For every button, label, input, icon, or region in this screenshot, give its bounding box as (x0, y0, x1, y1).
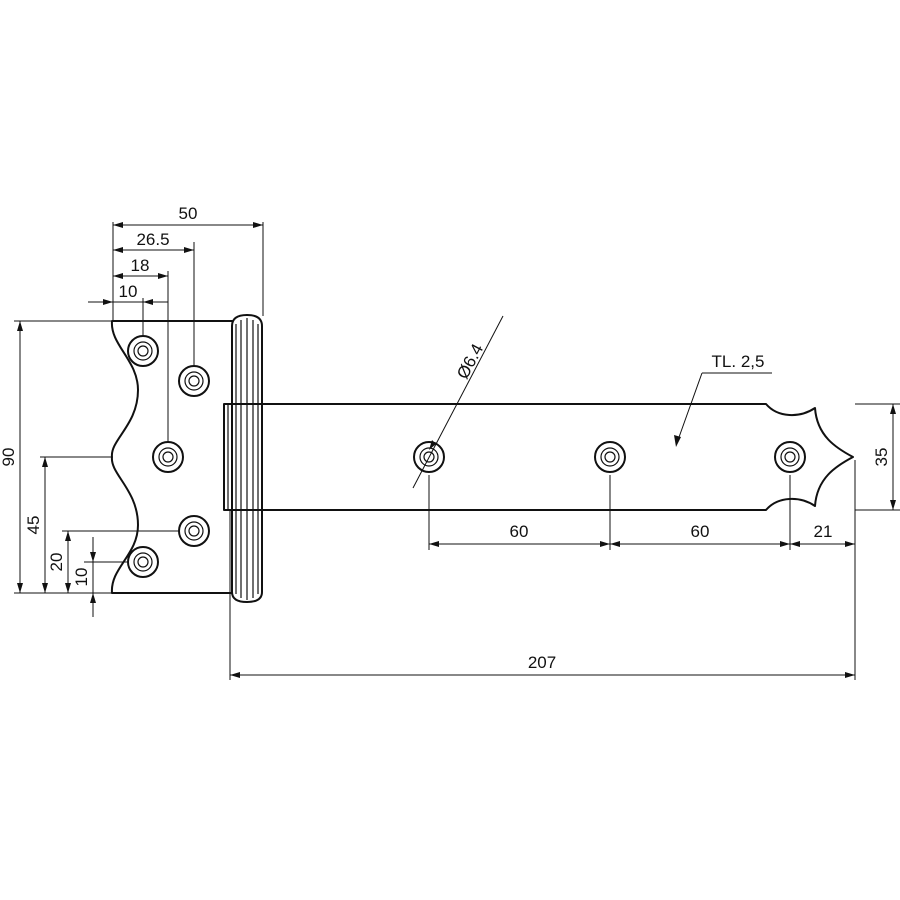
strap (223, 403, 854, 511)
arrowhead (143, 299, 153, 305)
dim-label-20: 20 (47, 553, 66, 572)
arrowhead (890, 404, 896, 414)
arrowhead (17, 321, 23, 331)
countersunk-hole (127, 335, 159, 367)
left-dimensions: 90 45 20 10 (0, 320, 180, 617)
strap-outline (223, 403, 854, 511)
dim-label-18: 18 (131, 256, 150, 275)
dim-label-21: 21 (814, 522, 833, 541)
knuckle-outline (231, 314, 263, 603)
dim-label-90: 90 (0, 448, 18, 467)
arrowhead (429, 440, 436, 450)
arrowhead (113, 247, 123, 253)
leaf-plate (110, 320, 233, 594)
arrowhead (42, 457, 48, 467)
countersunk-hole (774, 441, 806, 473)
arrowhead (253, 222, 263, 228)
strap-width-dimension: 35 (855, 403, 900, 511)
arrowhead (790, 541, 800, 547)
arrowhead (103, 299, 113, 305)
strap-holes (413, 441, 806, 473)
thickness-callout: TL. 2,5 (674, 352, 772, 447)
dim-label-50: 50 (179, 204, 198, 223)
arrowhead (65, 583, 71, 593)
thickness-label: TL. 2,5 (712, 352, 765, 371)
arrowhead (780, 541, 790, 547)
countersunk-hole (178, 515, 210, 547)
dim-label-35: 35 (872, 448, 891, 467)
hole-diameter-callout: Ø6.4 (412, 315, 504, 489)
dim-label-207: 207 (528, 653, 556, 672)
dim-label-60: 60 (510, 522, 529, 541)
arrowhead (610, 541, 620, 547)
countersunk-hole (413, 441, 445, 473)
dim-label-hole-diameter: Ø6.4 (453, 341, 487, 382)
arrowhead (890, 500, 896, 510)
arrowhead (113, 222, 123, 228)
leader-line (677, 372, 703, 441)
arrowhead (845, 541, 855, 547)
leaf-plate-outline (110, 320, 233, 594)
dim-label-10: 10 (119, 282, 138, 301)
hinge-knuckle (231, 314, 263, 603)
dim-label-60: 60 (691, 522, 710, 541)
arrowhead (90, 552, 96, 562)
arrowhead (184, 247, 194, 253)
arrowhead (17, 583, 23, 593)
countersunk-hole (127, 546, 159, 578)
strap-dimensions: 60 60 21 207 (229, 460, 856, 680)
arrowhead (158, 273, 168, 279)
countersunk-hole (594, 441, 626, 473)
dim-label-45: 45 (24, 516, 43, 535)
arrowhead (42, 583, 48, 593)
arrowhead (113, 273, 123, 279)
arrowhead (600, 541, 610, 547)
arrowhead (429, 541, 439, 547)
arrowhead (674, 435, 681, 447)
dim-label-26-5: 26.5 (136, 230, 169, 249)
countersunk-hole (178, 365, 210, 397)
arrowhead (230, 672, 240, 678)
arrowhead (65, 531, 71, 541)
leader-line (412, 315, 504, 489)
dim-label-10-vertical: 10 (72, 568, 91, 587)
top-dimensions: 50 26.5 18 10 (88, 204, 264, 442)
arrowhead (845, 672, 855, 678)
countersunk-hole (152, 441, 184, 473)
arrowhead (90, 593, 96, 603)
